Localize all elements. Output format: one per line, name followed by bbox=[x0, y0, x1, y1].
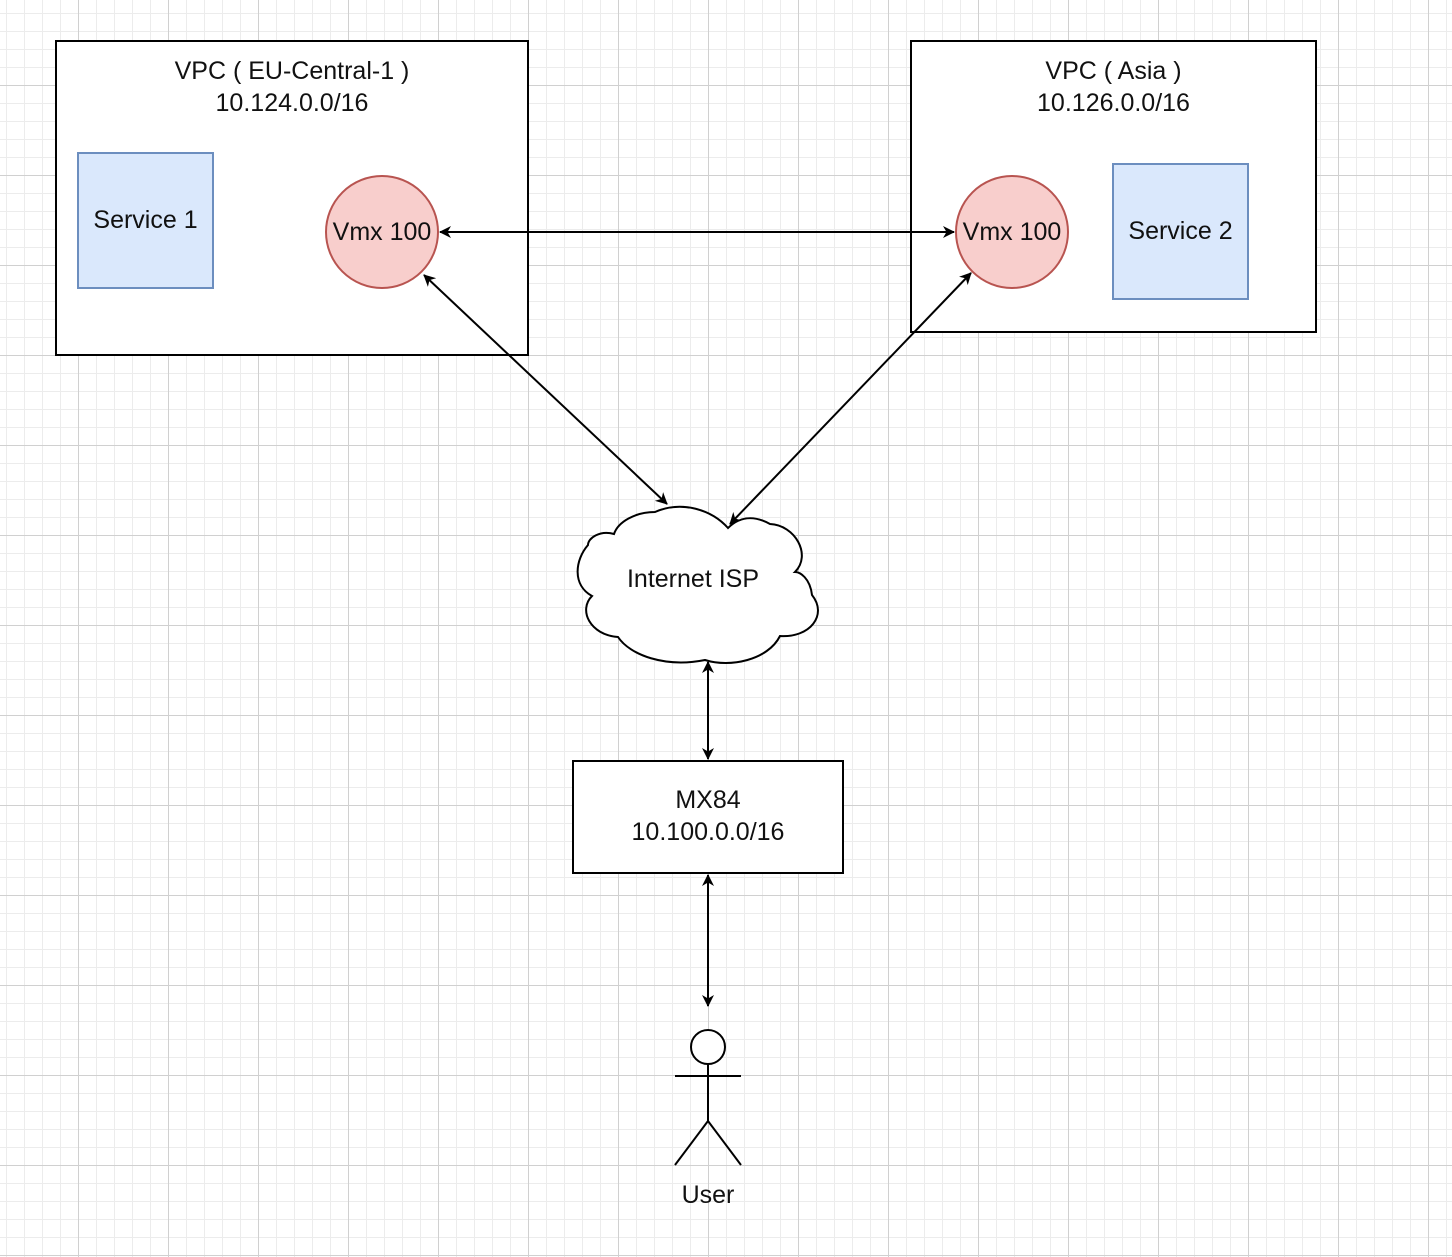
vmx-100-asia-label: Vmx 100 bbox=[962, 218, 1062, 246]
connector-vmx-asia-to-internet[interactable] bbox=[729, 272, 972, 525]
connector-vmx-eu-to-internet[interactable] bbox=[423, 274, 668, 505]
service-1-box[interactable] bbox=[77, 152, 214, 289]
service-2-label: Service 2 bbox=[1128, 217, 1233, 245]
internet-isp-cloud[interactable] bbox=[576, 505, 819, 664]
vmx-100-eu-node[interactable] bbox=[325, 175, 439, 289]
vpc-asia-cidr: 10.126.0.0/16 bbox=[1037, 89, 1190, 117]
user-label: User bbox=[681, 1181, 735, 1209]
service-2-box[interactable] bbox=[1112, 163, 1249, 300]
user-icon[interactable] bbox=[674, 1029, 742, 1166]
vpc-eu-cidr: 10.124.0.0/16 bbox=[215, 89, 369, 117]
vpc-asia-title: VPC ( Asia ) bbox=[1045, 57, 1182, 85]
mx84-cidr: 10.100.0.0/16 bbox=[631, 818, 785, 846]
service-1-label: Service 1 bbox=[93, 206, 198, 234]
vmx-100-asia-node[interactable] bbox=[955, 175, 1069, 289]
vmx-100-eu-label: Vmx 100 bbox=[332, 218, 432, 246]
internet-isp-label: Internet ISP bbox=[626, 565, 760, 593]
vpc-eu-title: VPC ( EU-Central-1 ) bbox=[174, 57, 410, 85]
mx84-title: MX84 bbox=[675, 786, 741, 814]
mx84-box[interactable] bbox=[572, 760, 844, 874]
